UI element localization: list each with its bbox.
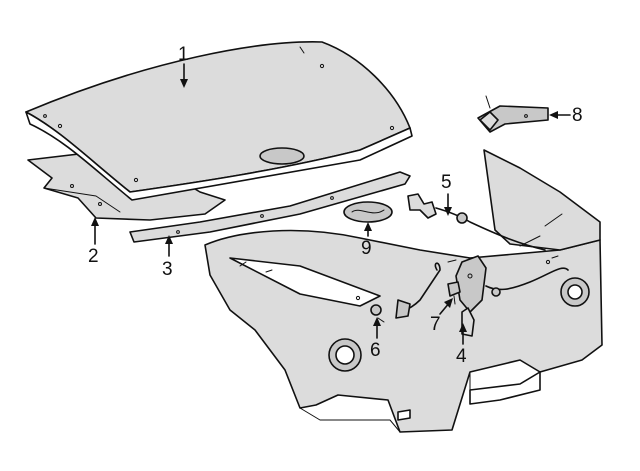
radiator-support	[204, 149, 603, 433]
callout-label-5: 5	[441, 172, 452, 193]
part-1-hood	[25, 41, 413, 201]
callout-7: 7	[430, 298, 453, 335]
callout-label-8: 8	[572, 105, 583, 126]
callout-1: 1	[178, 44, 189, 88]
part-6-bumper	[370, 262, 441, 323]
callout-2: 2	[88, 217, 99, 267]
callout-label-1: 1	[178, 44, 189, 65]
callout-6: 6	[370, 317, 381, 361]
callout-label-7: 7	[430, 314, 441, 335]
callout-label-6: 6	[370, 340, 381, 361]
part-3-seal	[129, 171, 411, 243]
part-9-emblem	[343, 201, 393, 223]
callout-label-9: 9	[361, 238, 372, 259]
callout-label-3: 3	[162, 259, 173, 280]
callout-8: 8	[549, 105, 583, 126]
callout-4: 4	[456, 323, 467, 367]
callout-3: 3	[162, 235, 173, 280]
part-4-latch	[455, 255, 569, 337]
part-8-safety-catch	[477, 95, 549, 133]
callout-label-2: 2	[88, 246, 99, 267]
callout-label-4: 4	[456, 346, 467, 367]
part-7-bolt	[447, 281, 461, 305]
callout-9: 9	[361, 222, 372, 259]
callout-5: 5	[441, 172, 452, 216]
